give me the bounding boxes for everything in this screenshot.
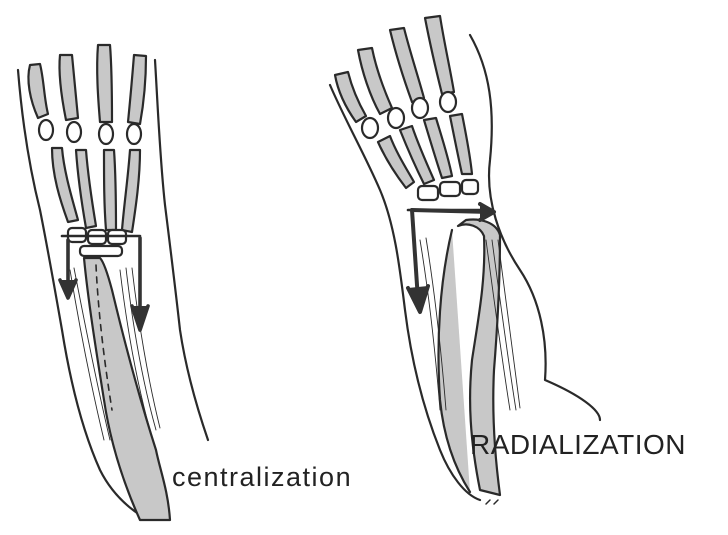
right-arrow-down [412,210,418,300]
right-hand-phalanges [335,16,454,122]
right-arrow-horizontal [412,210,490,212]
left-hand-phalanges [28,45,146,124]
left-hand-knuckles [39,120,141,144]
left-hand-metacarpals [52,148,140,232]
radialization-label: RADIALIZATION [470,429,686,461]
right-wrist-carpals [408,180,490,210]
left-forearm-drawing [18,45,208,520]
centralization-label: centralization [172,462,352,493]
left-forearm-bone [84,258,170,520]
